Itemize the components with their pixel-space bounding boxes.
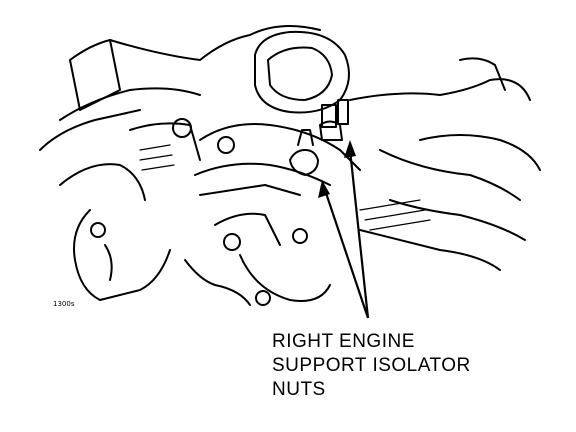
- callout-label: RIGHT ENGINE SUPPORT ISOLATOR NUTS: [272, 330, 471, 402]
- callout-line-1: RIGHT ENGINE: [272, 331, 415, 352]
- arrow-icon: [323, 149, 370, 319]
- figure-id: 1300s: [53, 300, 75, 308]
- callout-line-3: NUTS: [272, 379, 326, 400]
- callout-line-2: SUPPORT ISOLATOR: [272, 355, 471, 376]
